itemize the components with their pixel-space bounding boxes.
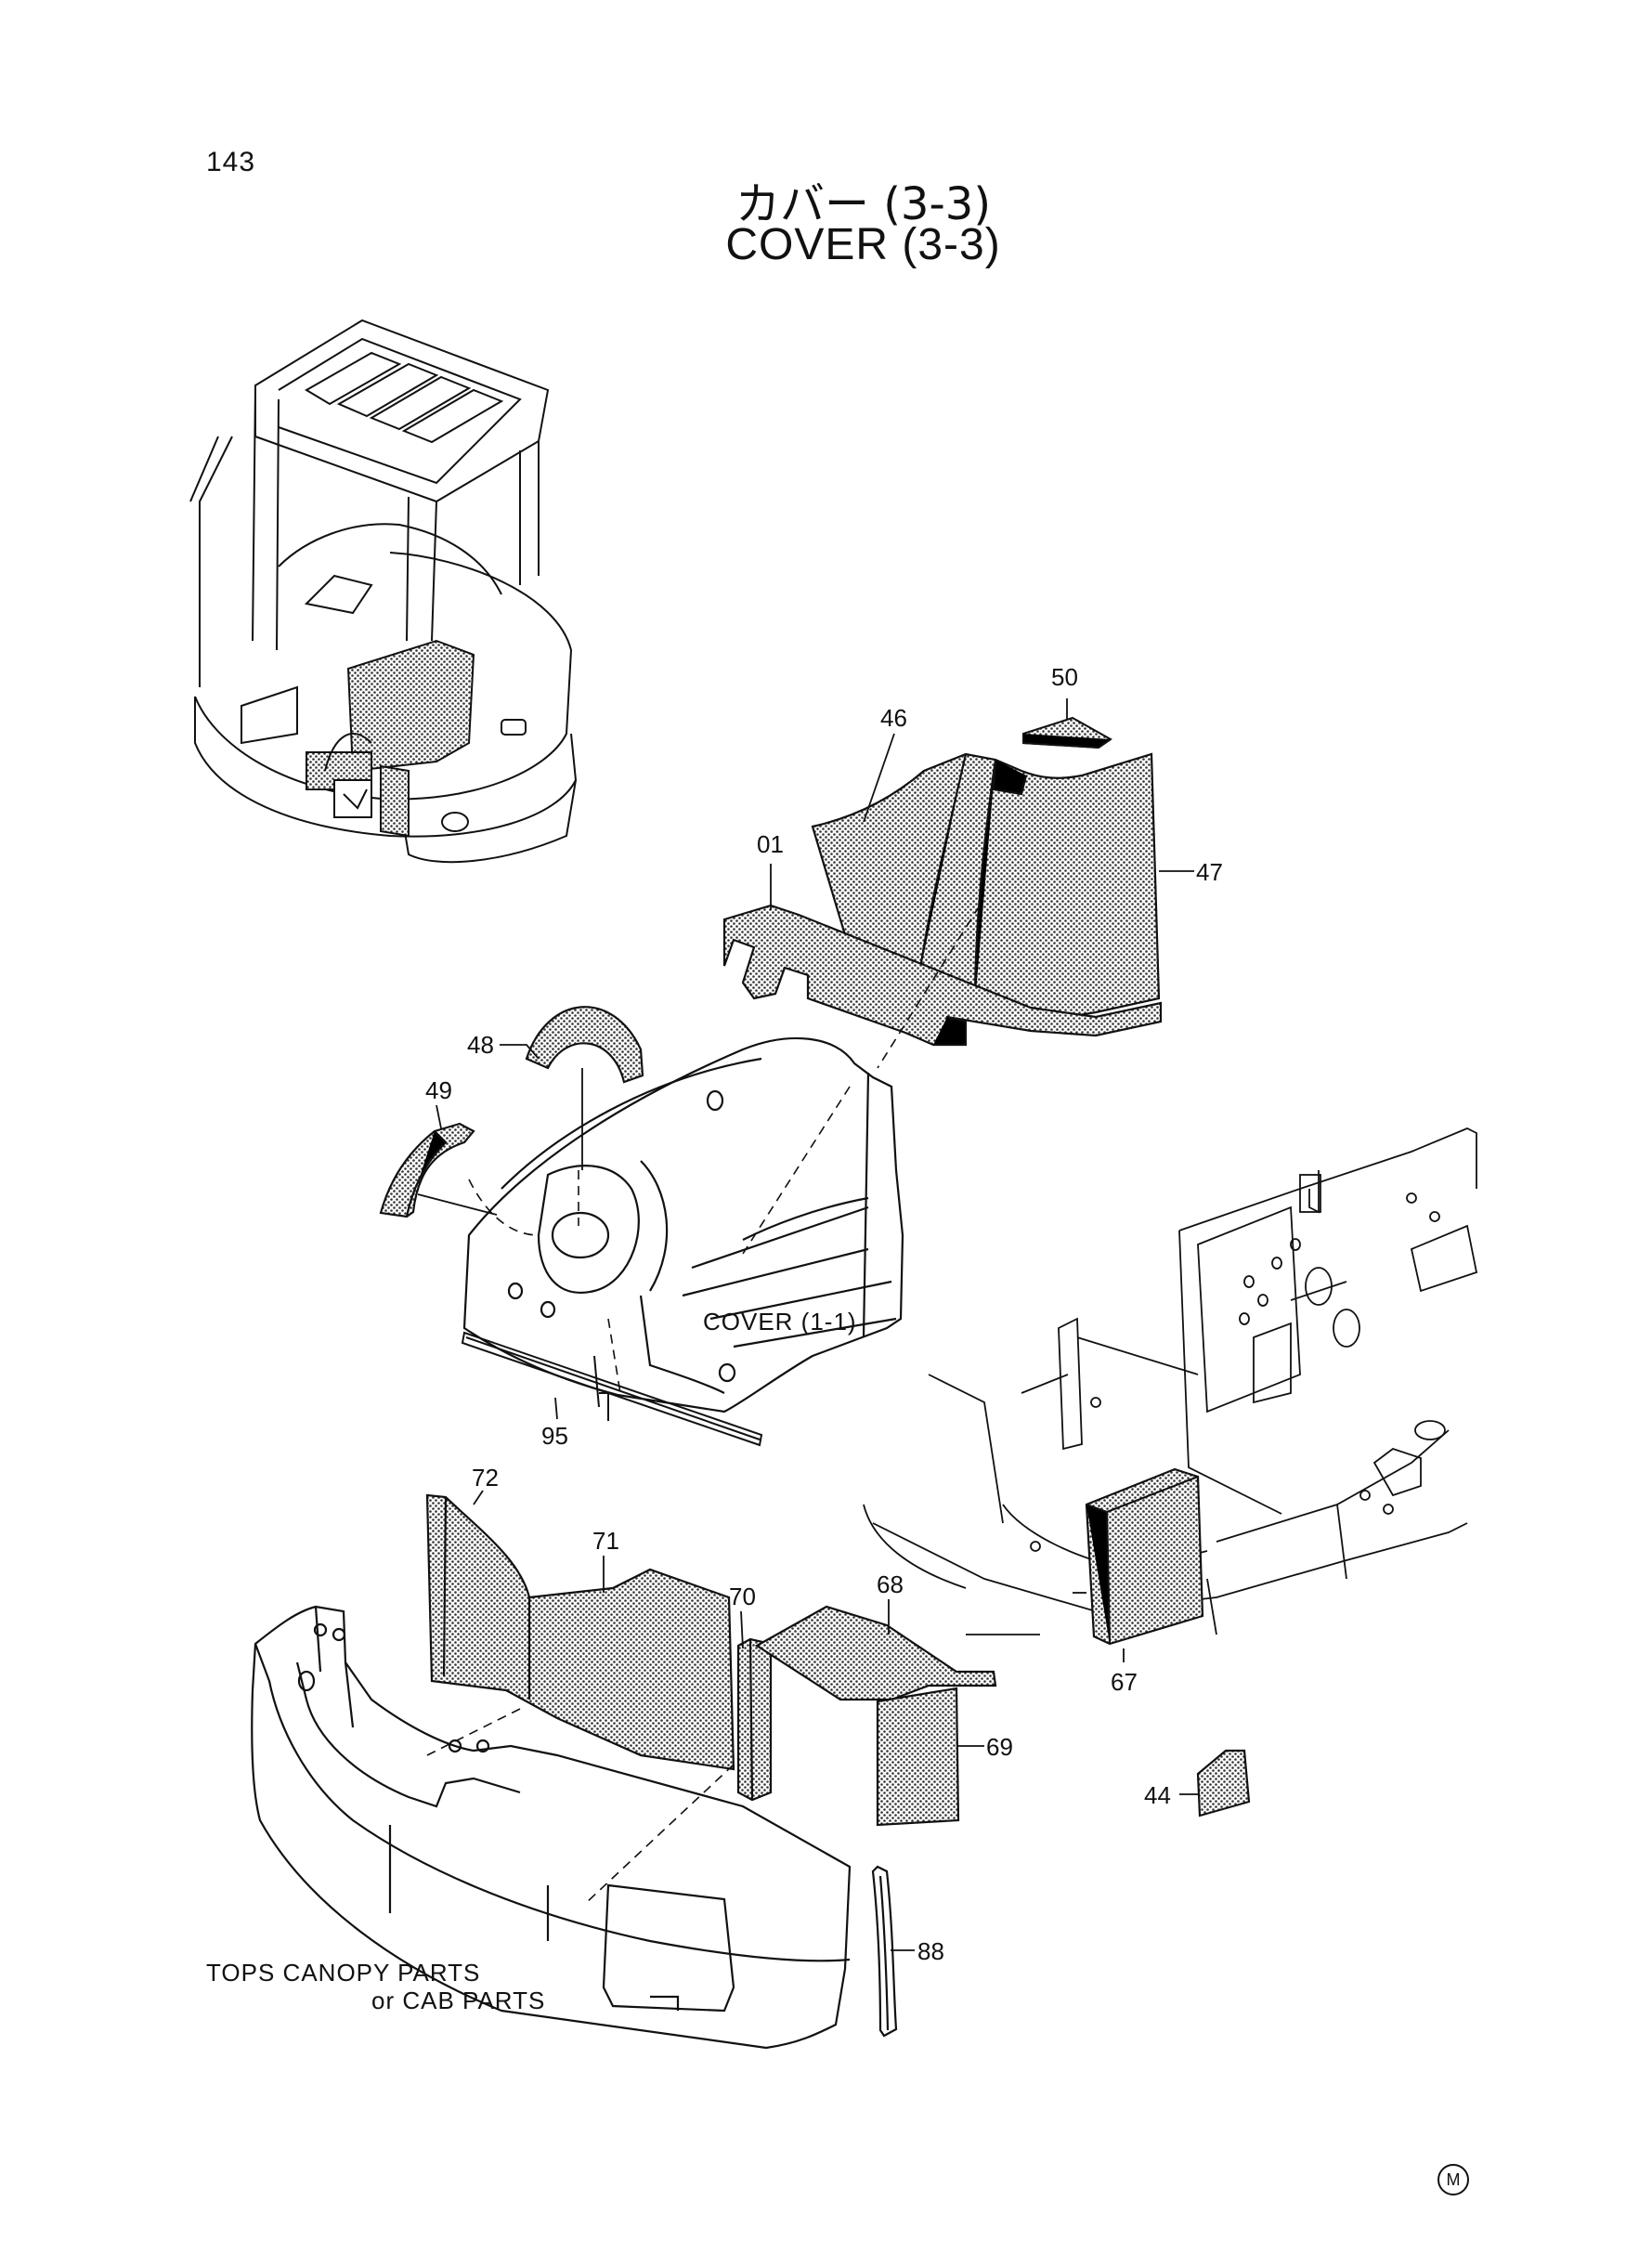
callout-47: 47 — [1196, 858, 1223, 886]
part-48 — [525, 1006, 644, 1084]
callout-44: 44 — [1144, 1781, 1171, 1809]
tops-canopy-label: TOPS CANOPY PARTS — [206, 1959, 480, 1987]
cab-parts-label: or CAB PARTS — [371, 1987, 545, 2014]
callout-70: 70 — [729, 1583, 756, 1610]
page-number: 143 — [206, 147, 256, 177]
part-67 — [1085, 1467, 1204, 1646]
part-49 — [379, 1122, 475, 1218]
callout-46: 46 — [880, 704, 907, 732]
part-70 — [736, 1637, 773, 1802]
part-68-69 — [754, 1605, 997, 1827]
assembly-dashed-lines — [426, 905, 981, 1905]
cover-reference-label: COVER (1-1) — [703, 1308, 857, 1335]
callout-01: 01 — [757, 830, 784, 858]
callout-50: 50 — [1051, 663, 1078, 691]
excavator-thumbnail — [189, 319, 578, 864]
part-72-71 — [425, 1493, 735, 1771]
callout-69: 69 — [986, 1733, 1013, 1761]
callout-88: 88 — [917, 1937, 944, 1965]
part-44 — [1196, 1749, 1251, 1818]
callout-48: 48 — [467, 1031, 494, 1059]
thumbnail-highlighted-parts — [306, 639, 475, 838]
upper-frame-outline — [863, 1127, 1478, 1635]
callout-68: 68 — [877, 1570, 904, 1598]
callout-95: 95 — [541, 1422, 568, 1450]
callout-72: 72 — [472, 1464, 499, 1492]
leader-lines — [417, 698, 1200, 1951]
callout-49: 49 — [425, 1076, 452, 1104]
part-50 — [1022, 716, 1112, 749]
part-88 — [871, 1865, 898, 2038]
manual-mark-icon: M — [1437, 2164, 1469, 2195]
rear-counterweight-outline — [251, 1605, 852, 2050]
callout-71: 71 — [592, 1527, 619, 1555]
callout-67: 67 — [1111, 1668, 1138, 1696]
title-english: COVER (3-3) — [725, 220, 1001, 269]
part-46-47-01 — [722, 752, 1163, 1047]
title-japanese: カバー (3-3) — [735, 178, 992, 230]
part-95 — [461, 1331, 763, 1447]
